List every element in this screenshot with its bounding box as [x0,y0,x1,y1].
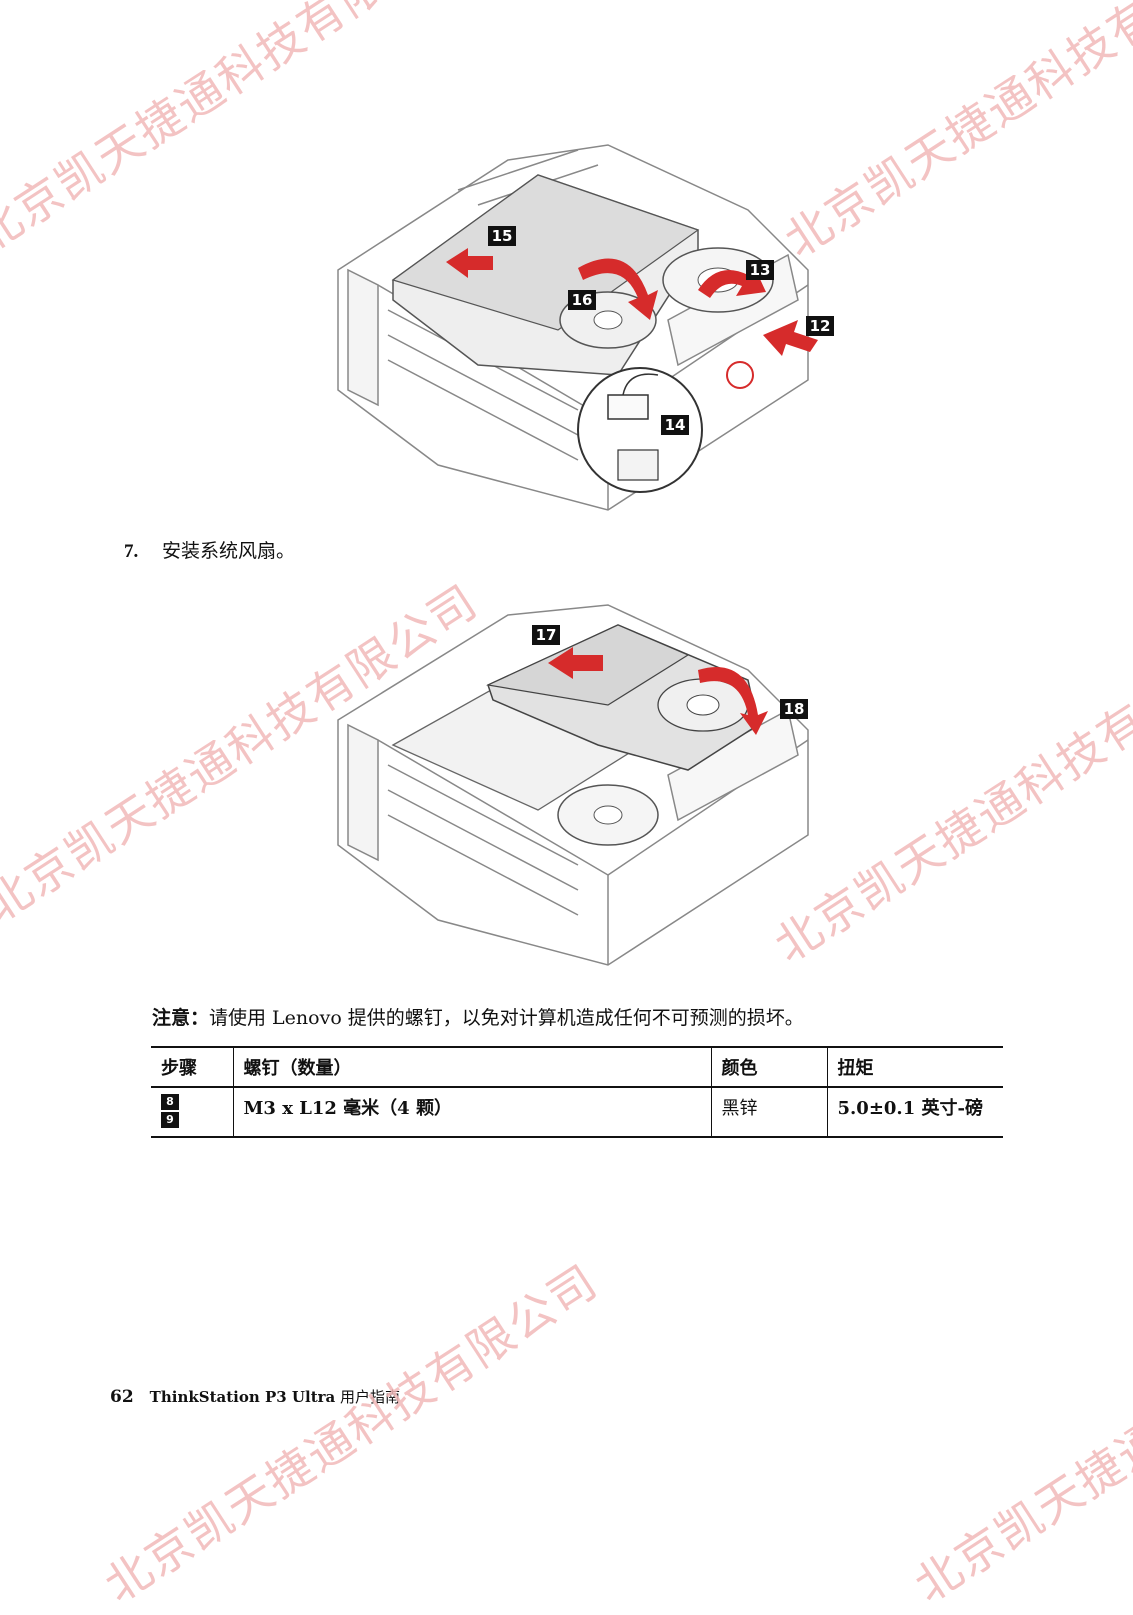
step-number: 7. [124,541,139,562]
screw-spec-table: 步骤 螺钉（数量） 颜色 扭矩 8 9 M3 x L12 毫米（4 颗） 黑锌 … [151,1046,1003,1138]
cell-screw: M3 x L12 毫米（4 颗） [232,1087,711,1138]
cell-steps: 8 9 [151,1087,233,1138]
callout-15: 15 [488,226,516,246]
page-number: 62 [110,1387,134,1407]
note-label: 注意： [152,1007,210,1029]
table-row: 8 9 M3 x L12 毫米（4 颗） 黑锌 5.0±0.1 英寸-磅 [151,1087,1003,1138]
watermark: 北京凯天捷通科技有限公司 [904,1253,1133,1613]
header-screw: 螺钉（数量） [232,1046,711,1088]
step-text: 安装系统风扇。 [162,540,296,562]
header-steps: 步骤 [151,1046,233,1088]
step-badge: 8 [161,1094,179,1110]
footer-title: ThinkStation P3 Ultra [149,1388,336,1406]
step-badge: 9 [161,1112,179,1128]
step-7: 7. 安装系统风扇。 [124,536,295,563]
callout-16: 16 [568,290,596,310]
callout-18: 18 [780,699,808,719]
header-torque: 扭矩 [826,1046,1003,1088]
chassis-illustration-1 [337,144,818,511]
watermark: 北京凯天捷通科技有限公司 [94,1253,608,1613]
cell-color: 黑锌 [710,1087,827,1138]
figure-fan-removal: 15 16 13 12 14 [278,120,872,520]
header-color: 颜色 [710,1046,827,1088]
callout-17: 17 [532,625,560,645]
callout-13: 13 [746,260,774,280]
callout-14: 14 [661,415,689,435]
note: 注意：请使用 Lenovo 提供的螺钉，以免对计算机造成任何不可预测的损坏。 [152,1003,804,1030]
footer-suffix: 用户指南 [340,1388,401,1406]
figure-fan-install: 17 18 [278,585,872,975]
cell-torque: 5.0±0.1 英寸-磅 [826,1087,1003,1138]
chassis-illustration-2 [337,604,809,966]
callout-12: 12 [806,316,834,336]
table-header-row: 步骤 螺钉（数量） 颜色 扭矩 [151,1046,1003,1088]
page-footer: 62 ThinkStation P3 Ultra 用户指南 [110,1386,400,1407]
note-text: 请使用 Lenovo 提供的螺钉，以免对计算机造成任何不可预测的损坏。 [209,1007,804,1029]
